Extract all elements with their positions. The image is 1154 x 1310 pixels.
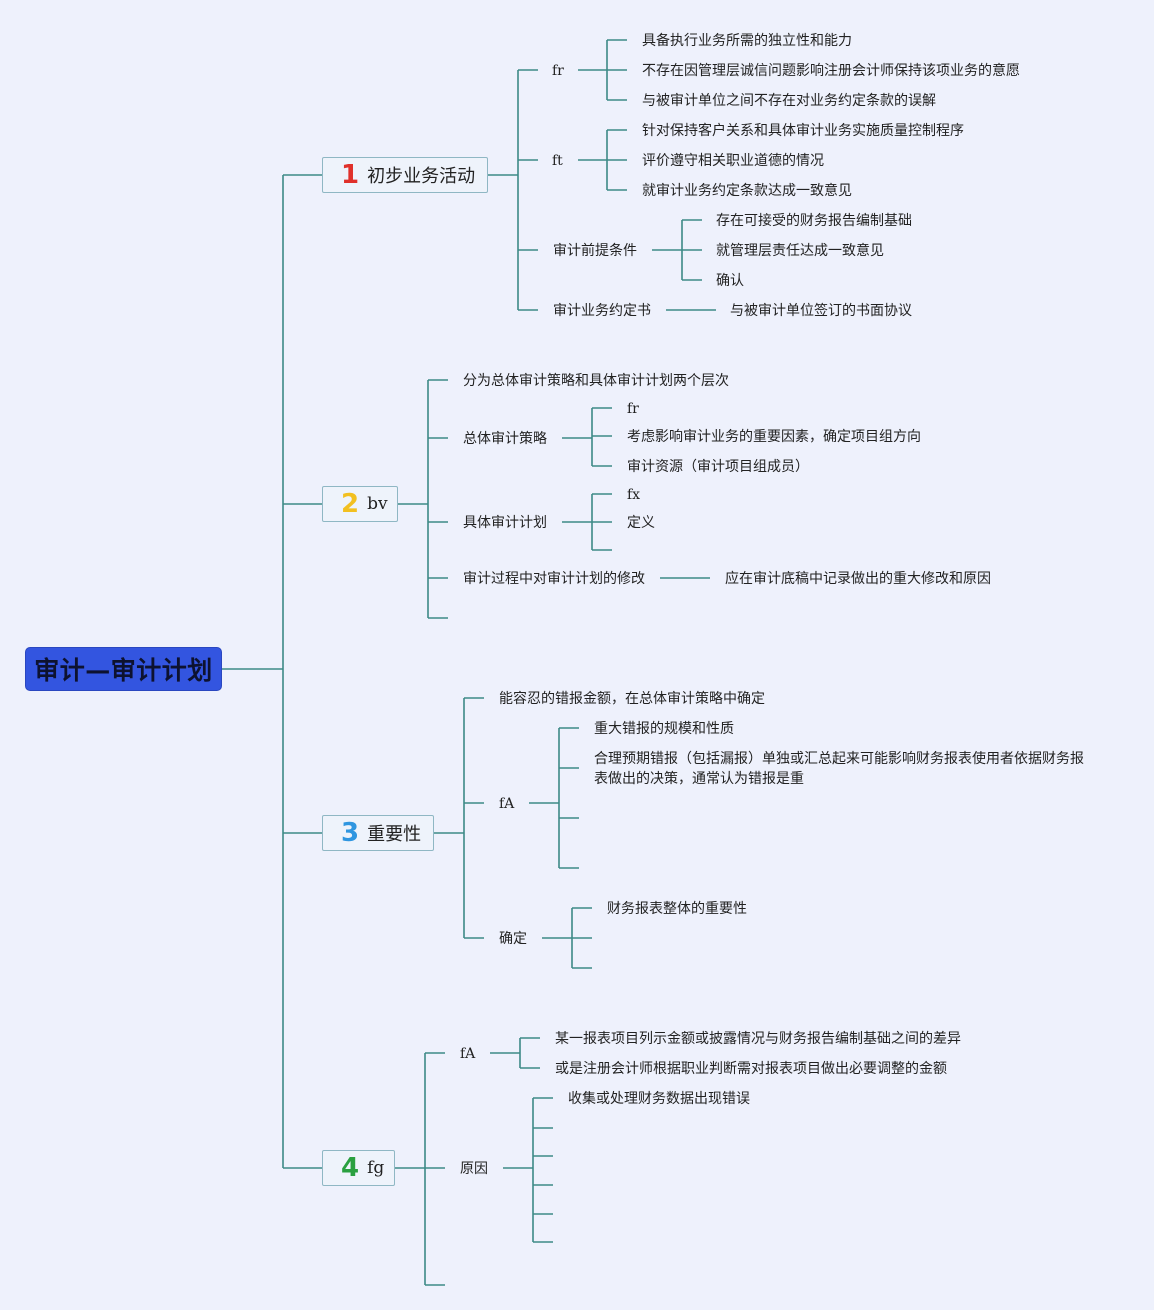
node-b2-overall-2[interactable]: 考虑影响审计业务的重要因素，确定项目组方向 xyxy=(627,429,921,445)
node-b2-specific[interactable]: 具体审计计划 xyxy=(463,515,547,531)
node-b4-fa-1[interactable]: 某一报表项目列示金额或披露情况与财务报告编制基础之间的差异 xyxy=(555,1031,961,1047)
node-b4-fa[interactable]: fA xyxy=(460,1046,476,1062)
node-b1-precondition[interactable]: 审计前提条件 xyxy=(553,243,637,259)
branch-node-4[interactable]: 4 fg xyxy=(322,1150,395,1186)
node-b3-fa-1[interactable]: 重大错报的规模和性质 xyxy=(594,721,734,737)
node-b4-cause[interactable]: 原因 xyxy=(460,1161,488,1177)
node-b2-levels[interactable]: 分为总体审计策略和具体审计计划两个层次 xyxy=(463,373,729,389)
branch-2-label: bv xyxy=(367,494,388,514)
node-b1-ft-3[interactable]: 就审计业务约定条款达成一致意见 xyxy=(642,183,852,199)
node-b2-overall-1[interactable]: fr xyxy=(627,401,639,417)
number-1-icon: 1 xyxy=(341,160,360,190)
branch-3-label: 重要性 xyxy=(367,824,422,845)
node-b2-overall[interactable]: 总体审计策略 xyxy=(463,431,547,447)
node-b1-ft-1[interactable]: 针对保持客户关系和具体审计业务实施质量控制程序 xyxy=(642,123,964,139)
node-b3-fa[interactable]: fA xyxy=(499,796,515,812)
node-b3-determine[interactable]: 确定 xyxy=(499,931,527,947)
node-b4-fa-2[interactable]: 或是注册会计师根据职业判断需对报表项目做出必要调整的金额 xyxy=(555,1061,947,1077)
branch-node-2[interactable]: 2 bv xyxy=(322,486,398,522)
node-b3-tolerable[interactable]: 能容忍的错报金额，在总体审计策略中确定 xyxy=(499,691,765,707)
number-3-icon: 3 xyxy=(341,818,360,848)
node-b3-fa-2[interactable]: 合理预期错报（包括漏报）单独或汇总起来可能影响财务报表使用者依据财务报表做出的决… xyxy=(594,751,1084,787)
node-b2-modify[interactable]: 审计过程中对审计计划的修改 xyxy=(463,571,645,587)
node-b1-pre-2[interactable]: 就管理层责任达成一致意见 xyxy=(716,243,884,259)
branch-1-label: 初步业务活动 xyxy=(367,166,476,187)
root-node-title[interactable]: 审计—审计计划 xyxy=(25,647,222,691)
node-b1-fr-1[interactable]: 具备执行业务所需的独立性和能力 xyxy=(642,33,852,49)
branch-node-1[interactable]: 1 初步业务活动 xyxy=(322,157,488,193)
node-b2-modify-1[interactable]: 应在审计底稿中记录做出的重大修改和原因 xyxy=(725,571,991,587)
number-2-icon: 2 xyxy=(341,489,360,519)
node-b1-ft[interactable]: ft xyxy=(552,153,563,169)
branch-4-label: fg xyxy=(367,1158,385,1178)
node-b1-ft-2[interactable]: 评价遵守相关职业道德的情况 xyxy=(642,153,824,169)
node-b4-cause-1[interactable]: 收集或处理财务数据出现错误 xyxy=(568,1091,750,1107)
number-4-icon: 4 xyxy=(341,1153,360,1183)
node-b1-engagement-letter[interactable]: 审计业务约定书 xyxy=(553,303,651,319)
node-b1-fr-3[interactable]: 与被审计单位之间不存在对业务约定条款的误解 xyxy=(642,93,936,109)
node-b2-overall-3[interactable]: 审计资源（审计项目组成员） xyxy=(627,459,809,475)
node-b2-specific-1[interactable]: fx xyxy=(627,487,641,503)
node-b3-determine-1[interactable]: 财务报表整体的重要性 xyxy=(607,901,747,917)
node-b1-letter-1[interactable]: 与被审计单位签订的书面协议 xyxy=(730,303,912,319)
node-b1-fr[interactable]: fr xyxy=(552,63,564,79)
node-b1-fr-2[interactable]: 不存在因管理层诚信问题影响注册会计师保持该项业务的意愿 xyxy=(642,63,1020,79)
node-b1-pre-3[interactable]: 确认 xyxy=(716,273,744,289)
node-b2-specific-2[interactable]: 定义 xyxy=(627,515,655,531)
branch-node-3[interactable]: 3 重要性 xyxy=(322,815,434,851)
node-b1-pre-1[interactable]: 存在可接受的财务报告编制基础 xyxy=(716,213,912,229)
